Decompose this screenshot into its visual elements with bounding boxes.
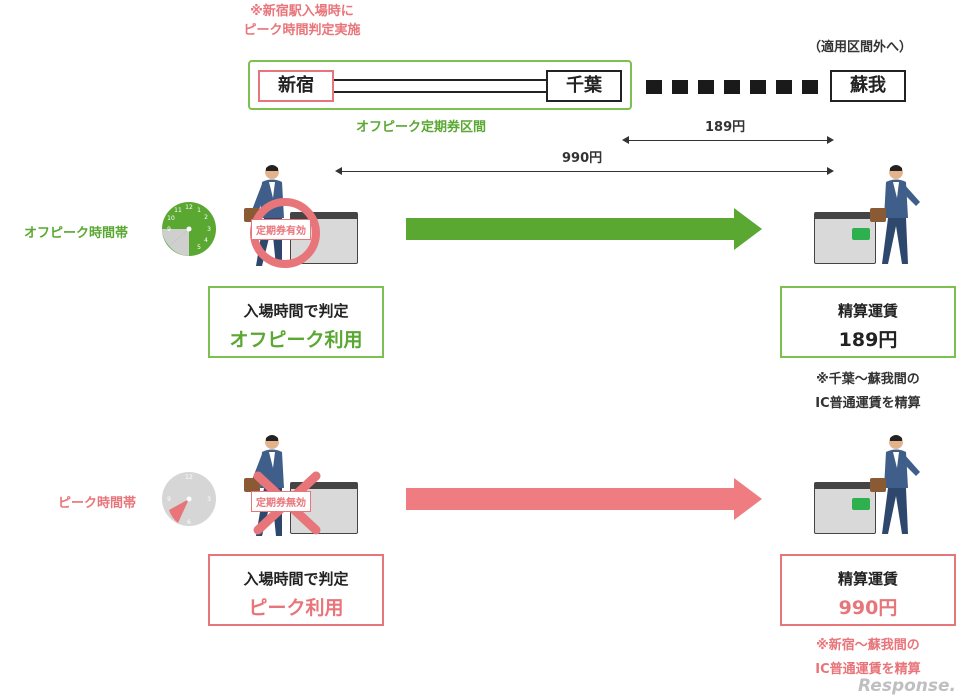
svg-text:5: 5 [197, 244, 201, 251]
fare-label-shinjuku-soga: 990円 [562, 151, 603, 166]
peak-fare-note: ※新宿～蘇我間の IC普通運賃を精算 [780, 634, 956, 682]
svg-text:9: 9 [167, 226, 171, 233]
rail-line-lower [334, 91, 546, 93]
dimension-line-shinjuku-soga [339, 171, 830, 172]
peak-period-label: ピーク時間帯 [58, 496, 137, 511]
flow-arrow-offpeak [406, 218, 736, 240]
arrow-right-icon [827, 167, 834, 175]
fare-box-line1: 精算運賃 [837, 302, 898, 320]
peak-check-note-line2: ピーク時間判定実施 [243, 23, 361, 38]
svg-text:9: 9 [167, 496, 171, 503]
gate-top-bar [291, 483, 357, 489]
fare-box-line1: 精算運賃 [837, 570, 898, 588]
fare-box-amount: 189円 [838, 329, 898, 351]
fare-box-amount: 990円 [838, 597, 898, 619]
dashed-track-segment [724, 80, 740, 94]
peak-check-note-line1: ※新宿駅入場時に [250, 4, 354, 19]
watermark: Response. [858, 676, 956, 696]
offpeak-fare-box: 精算運賃 189円 [780, 286, 956, 358]
entry-judgement-line1: 入場時間で判定 [243, 570, 349, 588]
dashed-track-segment [776, 80, 792, 94]
out-of-range-note: （適用区間外へ） [808, 40, 913, 55]
arrow-right-icon [734, 208, 762, 250]
svg-text:4: 4 [204, 237, 208, 244]
offpeak-fare-note-line2: IC普通運賃を精算 [815, 396, 921, 411]
dashed-track-segment [646, 80, 662, 94]
arrow-right-icon [827, 136, 834, 144]
offpeak-period-label: オフピーク時間帯 [24, 226, 129, 241]
dashed-track-segment [698, 80, 714, 94]
passenger-figure [870, 435, 920, 534]
dashed-track-segment [802, 80, 818, 94]
ic-reader-icon [852, 498, 870, 510]
svg-text:3: 3 [207, 226, 211, 233]
pass-invalid-label: 定期券無効 [251, 491, 311, 512]
entry-judgement-line1: 入場時間で判定 [243, 302, 349, 320]
svg-text:6: 6 [187, 519, 191, 526]
station-chiba: 千葉 [546, 70, 622, 102]
ic-reader-icon [852, 228, 870, 240]
arrow-left-icon [335, 167, 342, 175]
svg-text:12: 12 [185, 474, 193, 481]
peak-fare-note-line1: ※新宿～蘇我間の [816, 638, 920, 653]
entry-judgement-line2: オフピーク利用 [229, 329, 363, 351]
rail-line-upper [334, 79, 546, 81]
peak-check-note: ※新宿駅入場時に ピーク時間判定実施 [222, 2, 382, 40]
svg-text:12: 12 [185, 204, 193, 211]
dashed-track-segment [672, 80, 688, 94]
svg-text:3: 3 [207, 496, 211, 503]
offpeak-entry-judgement-box: 入場時間で判定 オフピーク利用 [208, 286, 384, 358]
fare-label-chiba-soga: 189円 [705, 120, 746, 135]
gate-top-bar [815, 483, 875, 489]
offpeak-section-frame [248, 60, 632, 110]
gate-top-bar [815, 213, 875, 219]
station-shinjuku: 新宿 [258, 70, 334, 102]
arrow-left-icon [622, 136, 629, 144]
peak-fare-note-line2: IC普通運賃を精算 [815, 662, 921, 677]
svg-text:10: 10 [167, 215, 175, 222]
dimension-line-chiba-soga [626, 140, 830, 141]
offpeak-fare-note: ※千葉～蘇我間の IC普通運賃を精算 [780, 368, 956, 416]
svg-text:11: 11 [174, 207, 182, 214]
gate-top-bar [291, 213, 357, 219]
flow-arrow-peak [406, 488, 736, 510]
passenger-figure [870, 165, 920, 264]
ticket-gate [814, 482, 876, 534]
arrow-right-icon [734, 478, 762, 520]
svg-text:2: 2 [204, 214, 208, 221]
clock-icon: 12 3 6 9 [162, 472, 216, 526]
peak-fare-box: 精算運賃 990円 [780, 554, 956, 626]
entry-judgement-line2: ピーク利用 [248, 597, 344, 619]
station-soga: 蘇我 [830, 70, 906, 102]
pass-valid-label: 定期券有効 [251, 219, 311, 240]
offpeak-section-label: オフピーク定期券区間 [356, 120, 487, 135]
svg-text:1: 1 [197, 207, 201, 214]
peak-entry-judgement-box: 入場時間で判定 ピーク利用 [208, 554, 384, 626]
dashed-track-segment [750, 80, 766, 94]
offpeak-fare-note-line1: ※千葉～蘇我間の [816, 372, 920, 387]
